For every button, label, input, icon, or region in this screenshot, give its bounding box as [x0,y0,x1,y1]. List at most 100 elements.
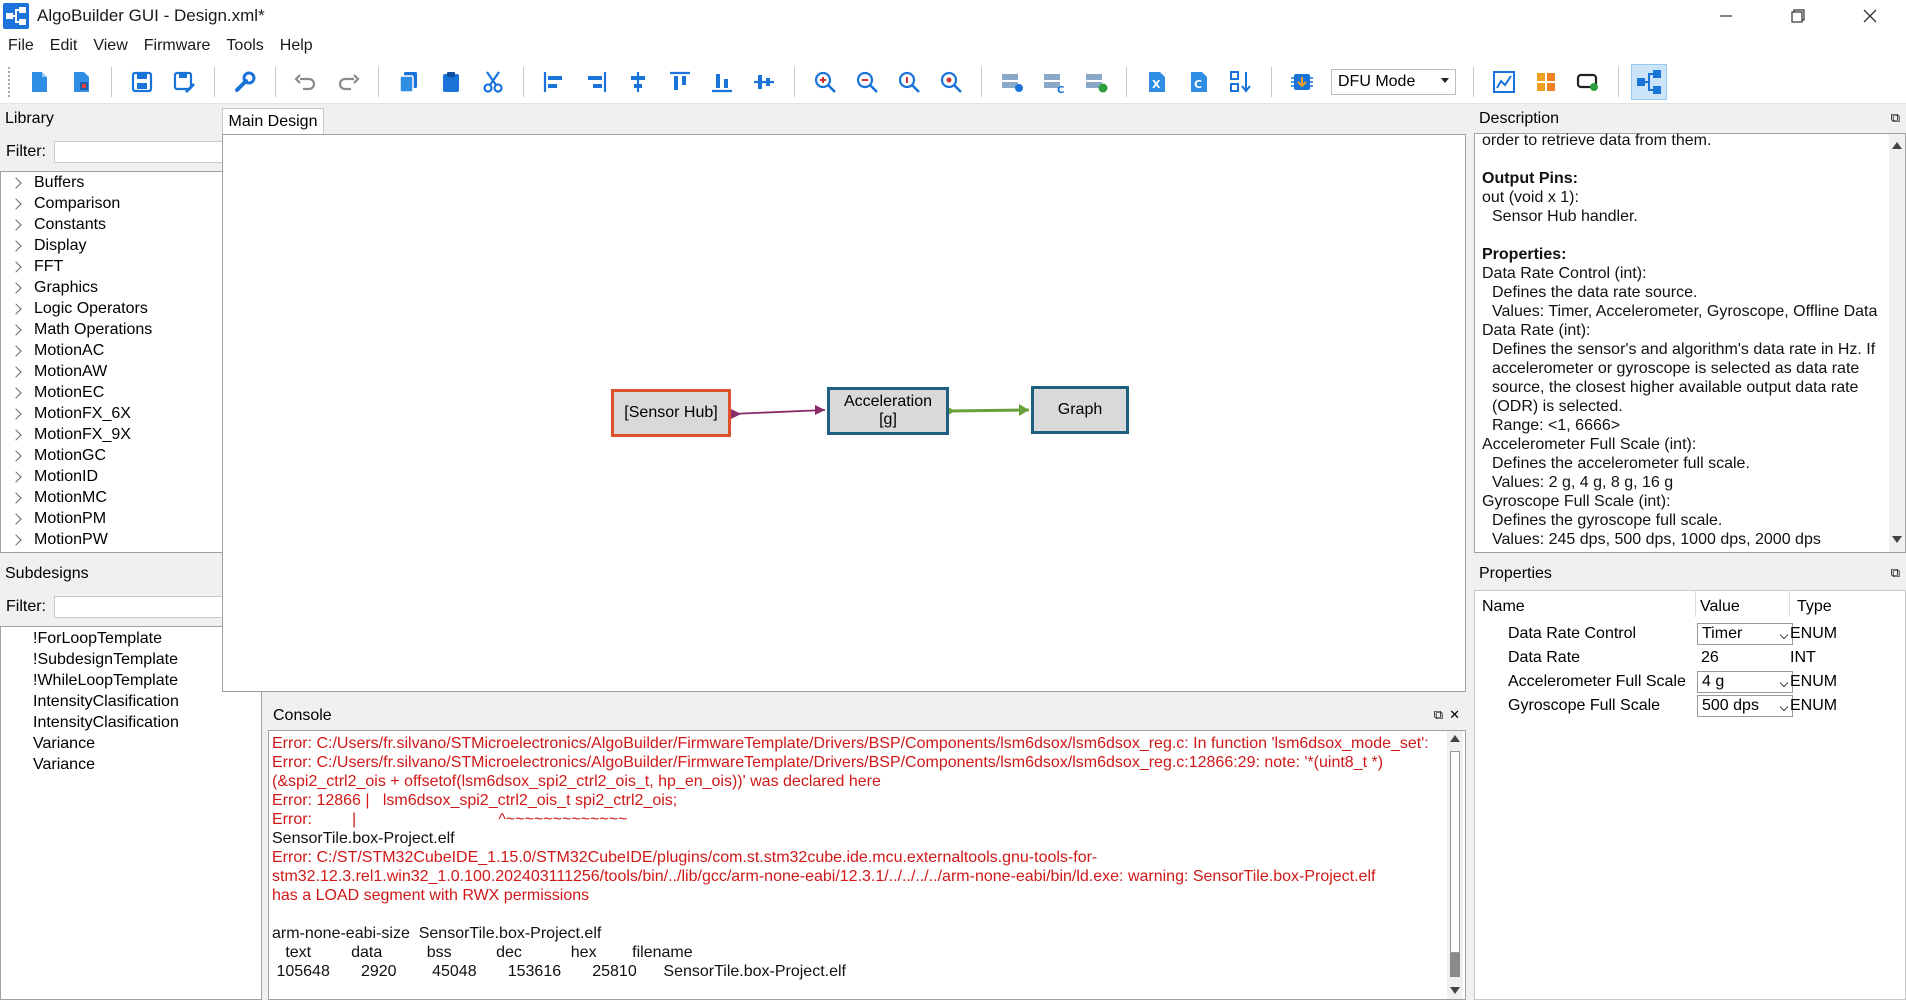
float-panel-icon[interactable]: ⧉ [1890,110,1900,125]
new-file-icon[interactable] [21,64,57,100]
library-item[interactable]: Graphics [10,278,98,298]
library-item[interactable]: Comparison [10,194,120,214]
library-item[interactable]: FFT [10,257,63,277]
library-item[interactable]: MotionFX_6X [10,404,131,424]
subdesigns-filter-input[interactable] [54,596,228,618]
library-item[interactable]: Logic Operators [10,299,148,319]
sort-order-icon[interactable] [1223,64,1259,100]
connect-device-icon[interactable] [1570,64,1606,100]
library-item[interactable]: MotionAW [10,362,107,382]
cloud-dashboard-icon[interactable] [1528,64,1564,100]
menu-firmware[interactable]: Firmware [143,37,211,54]
chevron-right-icon[interactable] [10,471,22,483]
chevron-right-icon[interactable] [10,219,22,231]
graph-block[interactable]: Graph [1031,386,1129,434]
align-left-icon[interactable] [536,64,572,100]
chevron-right-icon[interactable] [10,345,22,357]
settings-wrench-icon[interactable] [227,64,263,100]
zoom-in-icon[interactable] [807,64,843,100]
close-button[interactable] [1834,0,1906,32]
export-xml-icon[interactable]: X [1139,64,1175,100]
generate-code-icon[interactable]: C [1036,64,1072,100]
align-center-icon[interactable] [620,64,656,100]
library-item[interactable]: MotionPM [10,509,106,529]
chevron-right-icon[interactable] [10,429,22,441]
save-icon[interactable] [124,64,160,100]
prop-value-select[interactable]: 4 g [1697,671,1793,693]
prop-value-select[interactable]: 500 dps [1697,695,1793,717]
subdesign-item[interactable]: Variance [33,756,95,773]
subdesign-item[interactable]: IntensityClasification [33,693,179,710]
prop-value-input[interactable]: 26 [1697,647,1793,669]
scroll-up-icon[interactable] [1450,735,1460,742]
library-item[interactable]: MotionEC [10,383,104,403]
align-bottom-icon[interactable] [704,64,740,100]
restore-button[interactable] [1762,0,1834,32]
cut-icon[interactable] [475,64,511,100]
library-item[interactable]: MotionAC [10,341,104,361]
library-item[interactable]: Math Operations [10,320,152,340]
console-scroll-thumb-dark[interactable] [1450,953,1460,977]
zoom-reset-icon[interactable] [891,64,927,100]
subdesign-item[interactable]: !ForLoopTemplate [33,630,162,647]
align-top-icon[interactable] [662,64,698,100]
menu-view[interactable]: View [93,37,128,54]
chevron-right-icon[interactable] [10,534,22,546]
library-item[interactable]: Buffers [10,173,84,193]
library-item[interactable]: MotionMC [10,488,107,508]
chevron-right-icon[interactable] [10,366,22,378]
library-item[interactable]: MotionFX_9X [10,425,131,445]
design-canvas[interactable]: [Sensor Hub] Acceleration [g] Graph [222,134,1466,692]
subdesign-item[interactable]: IntensityClasification [33,714,179,731]
redo-icon[interactable] [330,64,366,100]
design-view-icon[interactable] [1631,63,1667,100]
tab-main-design[interactable]: Main Design [222,108,324,135]
chevron-right-icon[interactable] [10,177,22,189]
console-scroll-thumb[interactable] [1450,751,1460,953]
menu-help[interactable]: Help [279,37,313,54]
menu-tools[interactable]: Tools [226,37,264,54]
chevron-right-icon[interactable] [10,240,22,252]
chevron-right-icon[interactable] [10,513,22,525]
align-right-icon[interactable] [578,64,614,100]
chevron-right-icon[interactable] [10,408,22,420]
subdesign-item[interactable]: !WhileLoopTemplate [33,672,178,689]
data-monitor-chart-icon[interactable] [1486,64,1522,100]
export-c-icon[interactable]: C [1181,64,1217,100]
acceleration-block[interactable]: Acceleration [g] [827,387,949,435]
save-as-icon[interactable] [166,64,202,100]
prop-value-select[interactable]: Timer [1697,623,1793,645]
library-item[interactable]: Display [10,236,86,256]
close-panel-icon[interactable]: ✕ [1449,707,1460,722]
console-scrollbar[interactable] [1447,731,1463,999]
chevron-right-icon[interactable] [10,450,22,462]
chevron-right-icon[interactable] [10,282,22,294]
chevron-right-icon[interactable] [10,198,22,210]
undo-icon[interactable] [288,64,324,100]
scroll-down-icon[interactable] [1450,987,1460,994]
float-panel-icon[interactable]: ⧉ [1890,565,1900,580]
subdesign-item[interactable]: Variance [33,735,95,752]
zoom-fit-icon[interactable] [933,64,969,100]
menu-file[interactable]: File [8,37,34,54]
chevron-right-icon[interactable] [10,303,22,315]
minimize-button[interactable] [1690,0,1762,32]
scroll-down-icon[interactable] [1892,536,1902,543]
dfu-chip-icon[interactable] [1284,64,1320,100]
build-firmware-icon[interactable] [1078,64,1114,100]
align-middle-icon[interactable] [746,64,782,100]
toolbar-grip[interactable] [8,66,12,97]
copy-icon[interactable] [391,64,427,100]
chevron-right-icon[interactable] [10,492,22,504]
library-item[interactable]: MotionGC [10,446,106,466]
new-subdesign-icon[interactable] [63,64,99,100]
library-item[interactable]: MotionPW [10,530,108,550]
firmware-settings-icon[interactable] [994,64,1030,100]
float-panel-icon[interactable]: ⧉ [1433,707,1444,722]
mode-select[interactable]: DFU Mode [1331,68,1456,95]
chevron-right-icon[interactable] [10,324,22,336]
paste-icon[interactable] [433,64,469,100]
menu-edit[interactable]: Edit [49,37,78,54]
description-scrollbar[interactable] [1889,134,1905,552]
sensor-hub-block[interactable]: [Sensor Hub] [611,389,731,437]
